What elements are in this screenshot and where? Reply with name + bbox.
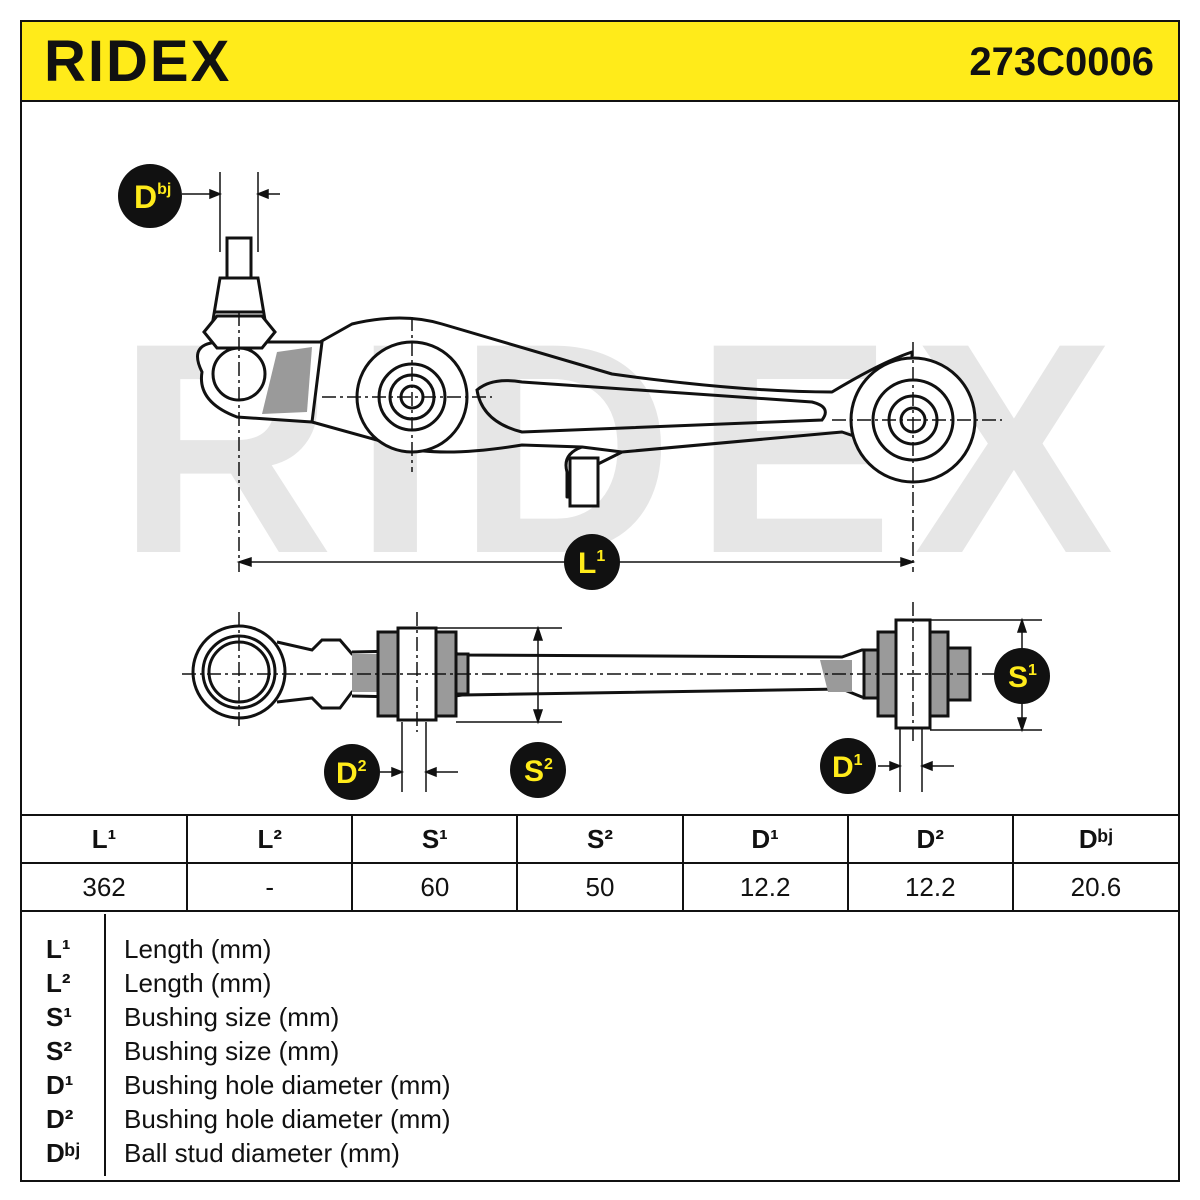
badge-l1: L1 <box>564 534 620 590</box>
legend-symbol: Dᵇʲ <box>46 1138 80 1168</box>
specs-value-cell: - <box>186 862 354 912</box>
badge-d1-main: D <box>832 751 854 784</box>
specs-value-cell: 12.2 <box>681 862 849 912</box>
specs-header-row: L¹ L² S¹ S² D¹ D² Dᵇʲ <box>22 814 1178 864</box>
specs-value-cell: 362 <box>22 862 189 912</box>
badge-l1-main: L <box>578 547 596 580</box>
legend-symbol: S¹ <box>46 1002 72 1032</box>
technical-drawing: RIDEX <box>117 164 1114 800</box>
specs-value-cell: 50 <box>516 862 684 912</box>
legend-row: L¹ Length (mm) <box>22 932 1178 966</box>
badge-d2-main: D <box>336 757 358 790</box>
legend-description: Ball stud diameter (mm) <box>124 1138 400 1168</box>
svg-text:D2: D2 <box>336 757 367 790</box>
badge-s2-main: S <box>524 755 544 788</box>
specs-header-cell: D² <box>846 814 1014 864</box>
part-number: 273C0006 <box>969 40 1154 84</box>
d1-dimension <box>878 728 954 792</box>
legend-row: S² Bushing size (mm) <box>22 1034 1178 1068</box>
legend-row: S¹ Bushing size (mm) <box>22 1000 1178 1034</box>
legend: L¹ Length (mm) L² Length (mm) S¹ Bushing… <box>22 914 1178 1180</box>
legend-description: Bushing hole diameter (mm) <box>124 1104 451 1134</box>
svg-text:D1: D1 <box>832 751 863 784</box>
specs-value-cell: 12.2 <box>846 862 1014 912</box>
svg-text:L1: L1 <box>578 547 605 580</box>
legend-row: D¹ Bushing hole diameter (mm) <box>22 1068 1178 1102</box>
badge-d1: D1 <box>820 738 876 794</box>
specs-header-cell: L¹ <box>22 814 189 864</box>
specs-value-row: 362 - 60 50 12.2 12.2 20.6 <box>22 862 1178 912</box>
legend-symbol: L¹ <box>46 934 71 964</box>
badge-s2-sup: 2 <box>544 756 553 773</box>
legend-description: Bushing size (mm) <box>124 1002 340 1032</box>
badge-s1-sup: 1 <box>1028 662 1037 679</box>
legend-row: Dᵇʲ Ball stud diameter (mm) <box>22 1136 1178 1170</box>
dbj-dimension <box>182 172 280 252</box>
s2-dimension <box>436 625 562 725</box>
badge-d2-sup: 2 <box>358 758 367 775</box>
badge-dbj: Dbj <box>118 164 182 228</box>
legend-description: Length (mm) <box>124 968 272 998</box>
legend-symbol: D² <box>46 1104 74 1134</box>
badge-dbj-main: D <box>134 179 157 215</box>
legend-description: Bushing size (mm) <box>124 1036 340 1066</box>
badge-dbj-sup: bj <box>157 181 171 198</box>
specs-table: L¹ L² S¹ S² D¹ D² Dᵇʲ 362 - 60 50 12.2 1… <box>22 814 1178 912</box>
svg-text:Dbj: Dbj <box>134 179 171 215</box>
specs-header-cell: L² <box>186 814 354 864</box>
legend-description: Bushing hole diameter (mm) <box>124 1070 451 1100</box>
d2-dimension <box>380 722 458 792</box>
legend-row: D² Bushing hole diameter (mm) <box>22 1102 1178 1136</box>
specs-value-cell: 60 <box>351 862 519 912</box>
badge-s1-main: S <box>1008 661 1028 694</box>
legend-description: Length (mm) <box>124 934 272 964</box>
legend-symbol: L² <box>46 968 71 998</box>
svg-text:S1: S1 <box>1008 661 1037 694</box>
badge-l1-sup: 1 <box>596 548 605 565</box>
badge-d1-sup: 1 <box>854 752 863 769</box>
badge-d2: D2 <box>324 744 380 800</box>
datasheet-frame: RIDEX 273C0006 RIDEX <box>20 20 1180 1182</box>
badge-s1: S1 <box>994 648 1050 704</box>
legend-divider <box>22 914 106 1176</box>
legend-symbol: D¹ <box>46 1070 74 1100</box>
legend-row: L² Length (mm) <box>22 966 1178 1000</box>
centerlines-top <box>238 312 1002 572</box>
specs-header-cell: S² <box>516 814 684 864</box>
centerlines-side <box>182 602 1002 742</box>
specs-header-cell: S¹ <box>351 814 519 864</box>
legend-symbol: S² <box>46 1036 72 1066</box>
specs-header-cell: D¹ <box>681 814 849 864</box>
svg-text:S2: S2 <box>524 755 553 788</box>
header-bar: RIDEX 273C0006 <box>22 22 1178 102</box>
specs-value-cell: 20.6 <box>1011 862 1178 912</box>
badge-s2: S2 <box>510 742 566 798</box>
specs-header-cell: Dᵇʲ <box>1011 814 1178 864</box>
brand-logo: RIDEX <box>44 29 232 94</box>
